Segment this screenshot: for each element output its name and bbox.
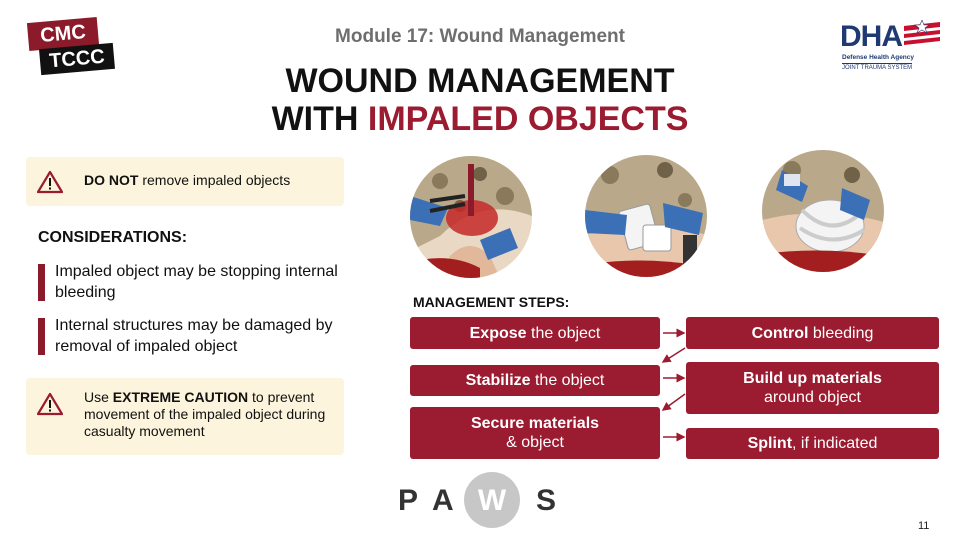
step-stabilize-bold: Stabilize [465,372,531,389]
step-build-bold: Build up materials [743,370,882,387]
dha-logo: DHA Defense Health Agency JOINT TRAUMA S… [838,20,942,76]
warning-text-1: DO NOT remove impaled objects [84,172,290,189]
title-line-1: WOUND MANAGEMENT [285,62,675,100]
step-secure-bold: Secure materials [470,415,600,432]
consideration-text-1: Impaled object may be stopping internal … [55,263,338,301]
page-title: WOUND MANAGEMENT WITH IMPALED OBJECTS [0,62,960,138]
considerations-heading: CONSIDERATIONS: [38,229,188,246]
warning-triangle-icon [37,170,63,194]
warning-box-extreme-caution: Use EXTREME CAUTION to prevent movement … [26,378,344,455]
warning-box-do-not-remove: DO NOT remove impaled objects [26,157,344,206]
step-control-bold: Control [751,324,809,342]
warning-2-prefix: Use [84,389,113,405]
dha-letters: DHA [840,20,903,53]
consideration-text-2: Internal structures may be damaged by re… [55,317,333,355]
consideration-item: Impaled object may be stopping internal … [38,261,358,305]
title-line-2-prefix: WITH [271,100,368,138]
paws-mnemonic: P A W S [396,472,566,528]
step-build-rest: around object [764,389,861,406]
consideration-item: Internal structures may be damaged by re… [38,315,358,359]
step-stabilize-rest: the object [530,372,605,389]
step-stabilize: Stabilize the object [410,365,660,396]
paws-highlight-circle: W [464,472,520,528]
bullet-bar [38,318,45,355]
step-control-rest: bleeding [808,324,874,342]
paws-letter-a: A [432,484,454,517]
paws-letter-w: W [477,484,507,517]
warning-1-rest: remove impaled objects [138,172,291,188]
step-build-up-materials: Build up materials around object [686,362,939,414]
step-secure-rest: & object [506,434,564,451]
dha-system-name: JOINT TRAUMA SYSTEM [842,63,913,71]
warning-text-2: Use EXTREME CAUTION to prevent movement … [84,389,334,440]
module-title: Module 17: Wound Management [335,26,625,47]
illustration-expose-object [410,156,532,278]
title-line-2-accent: IMPALED OBJECTS [367,100,689,138]
warning-triangle-icon [37,392,63,416]
bullet-bar [38,264,45,301]
step-flow-arrows [661,328,686,442]
warning-2-bold: EXTREME CAUTION [112,389,249,405]
page-number: 11 [918,520,930,532]
dha-agency-name: Defense Health Agency [842,54,915,61]
illustration-stabilize-object [585,155,707,277]
step-expose-bold: Expose [469,324,527,342]
step-expose-rest: the object [526,324,601,342]
warning-2-rest: to prevent movement of the impaled objec… [84,389,326,439]
paws-letter-s: S [536,484,557,517]
step-expose: Expose the object [410,317,660,349]
warning-1-bold: DO NOT [84,172,139,188]
illustration-secure-materials [762,150,884,272]
step-secure-materials: Secure materials & object [410,407,660,459]
paws-letter-p: P [398,484,419,517]
step-splint: Splint, if indicated [686,428,939,459]
title-line-2: WITH IMPALED OBJECTS [0,100,960,138]
step-splint-bold: Splint [747,435,793,452]
step-control-bleeding: Control bleeding [686,317,939,349]
management-steps-heading: MANAGEMENT STEPS: [413,294,570,310]
step-splint-rest: , if indicated [792,435,878,452]
dha-flag-icon [904,20,940,45]
